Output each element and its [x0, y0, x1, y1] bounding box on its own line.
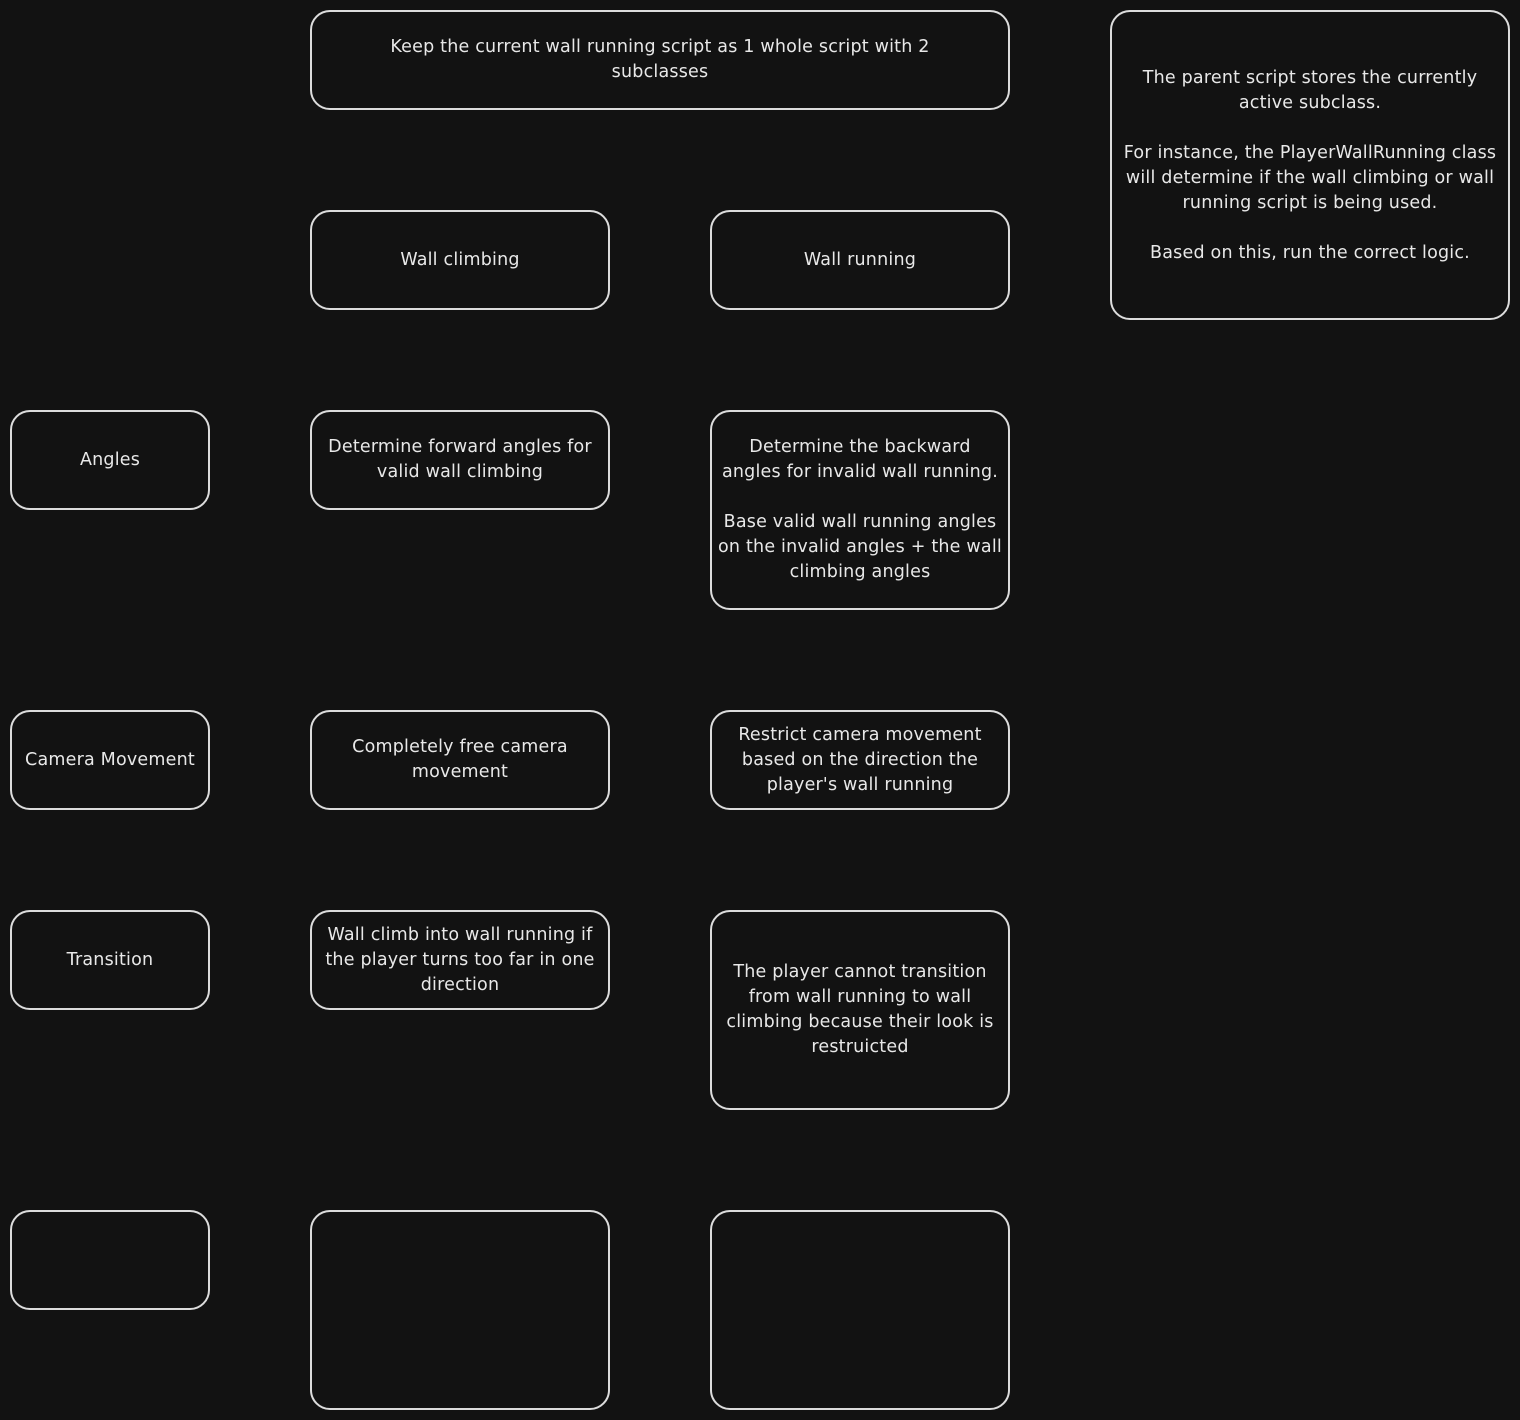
transition-wall-climbing-text: Wall climb into wall running if the play… — [325, 924, 595, 995]
row-label-camera-movement[interactable]: Camera Movement — [10, 710, 210, 810]
transition-wall-climbing-box[interactable]: Wall climb into wall running if the play… — [310, 910, 610, 1010]
camera-wall-running-box[interactable]: Restrict camera movement based on the di… — [710, 710, 1010, 810]
angles-wall-running-text: Determine the backward angles for invali… — [718, 437, 1002, 582]
title-text: Keep the current wall running script as … — [390, 37, 930, 82]
column-header-wall-running[interactable]: Wall running — [710, 210, 1010, 310]
camera-wall-climbing-text: Completely free camera movement — [352, 737, 568, 782]
empty-wall-climbing-box[interactable] — [310, 1210, 610, 1410]
row-label-angles[interactable]: Angles — [10, 410, 210, 510]
empty-row-label-box[interactable] — [10, 1210, 210, 1310]
column-header-wall-running-text: Wall running — [803, 249, 917, 270]
title-box[interactable]: Keep the current wall running script as … — [310, 10, 1010, 110]
note-box[interactable]: The parent script stores the currently a… — [1110, 10, 1510, 320]
column-header-wall-climbing-text: Wall climbing — [400, 249, 520, 270]
row-label-camera-movement-text: Camera Movement — [25, 749, 195, 770]
camera-wall-running-text: Restrict camera movement based on the di… — [738, 724, 982, 795]
angles-wall-running-box[interactable]: Determine the backward angles for invali… — [710, 410, 1010, 610]
row-label-angles-text: Angles — [79, 449, 141, 470]
column-header-wall-climbing[interactable]: Wall climbing — [310, 210, 610, 310]
angles-wall-climbing-text: Determine forward angles for valid wall … — [328, 437, 592, 482]
empty-wall-running-box[interactable] — [710, 1210, 1010, 1410]
angles-wall-climbing-box[interactable]: Determine forward angles for valid wall … — [310, 410, 610, 510]
note-text: The parent script stores the currently a… — [1123, 68, 1497, 263]
camera-wall-climbing-box[interactable]: Completely free camera movement — [310, 710, 610, 810]
transition-wall-running-box[interactable]: The player cannot transition from wall r… — [710, 910, 1010, 1110]
row-label-transition-text: Transition — [66, 949, 154, 970]
transition-wall-running-text: The player cannot transition from wall r… — [726, 962, 994, 1057]
row-label-transition[interactable]: Transition — [10, 910, 210, 1010]
